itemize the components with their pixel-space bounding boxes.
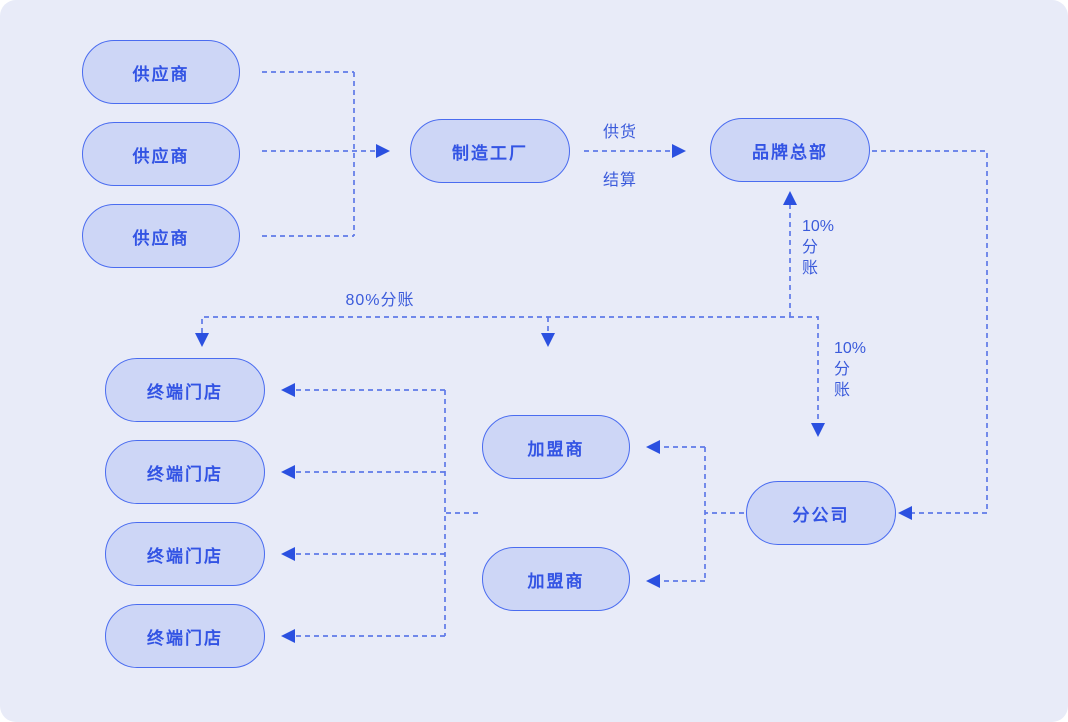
node-store-3: 终端门店 bbox=[105, 522, 265, 586]
arrowhead-down-to-store1 bbox=[195, 333, 209, 347]
arrowhead-into-store-4 bbox=[281, 629, 295, 643]
node-brand-hq: 品牌总部 bbox=[710, 118, 870, 182]
edge-suppliers-to-factory bbox=[262, 71, 376, 237]
edge-split-bus bbox=[201, 316, 819, 423]
arrowhead-into-hq-left bbox=[672, 144, 686, 158]
node-store-2: 终端门店 bbox=[105, 440, 265, 504]
node-supplier-1: 供应商 bbox=[82, 40, 240, 104]
node-franchisee-2: 加盟商 bbox=[482, 547, 630, 611]
node-supplier-2: 供应商 bbox=[82, 122, 240, 186]
arrowhead-up-into-hq bbox=[783, 191, 797, 205]
edge-franchisees-to-stores bbox=[295, 389, 478, 637]
arrowhead-into-store-2 bbox=[281, 465, 295, 479]
node-factory: 制造工厂 bbox=[410, 119, 570, 183]
edge-hq-to-branch bbox=[872, 150, 988, 514]
arrowhead-into-branch-right bbox=[898, 506, 912, 520]
node-supplier-3: 供应商 bbox=[82, 204, 240, 268]
edge-label-settlement: 结算 bbox=[602, 172, 637, 189]
arrowhead-into-store-1 bbox=[281, 383, 295, 397]
arrowhead-into-franchisee-1 bbox=[646, 440, 660, 454]
arrowhead-into-franchisee-2 bbox=[646, 574, 660, 588]
edge-label-80pct-split: 80%分账 bbox=[345, 292, 415, 309]
edge-label-supply: 供货 bbox=[602, 124, 637, 141]
node-franchisee-1: 加盟商 bbox=[482, 415, 630, 479]
arrowhead-into-store-3 bbox=[281, 547, 295, 561]
edge-label-10pct-split-branch: 10% 分 账 bbox=[834, 340, 867, 399]
edge-branch-to-franchisees bbox=[660, 446, 744, 582]
node-store-4: 终端门店 bbox=[105, 604, 265, 668]
arrowhead-down-to-branch bbox=[811, 423, 825, 437]
node-store-1: 终端门店 bbox=[105, 358, 265, 422]
edge-label-10pct-split-hq: 10% 分 账 bbox=[802, 218, 835, 277]
arrowhead-into-factory bbox=[376, 144, 390, 158]
node-branch-company: 分公司 bbox=[746, 481, 896, 545]
arrowhead-down-to-franchisees bbox=[541, 333, 555, 347]
